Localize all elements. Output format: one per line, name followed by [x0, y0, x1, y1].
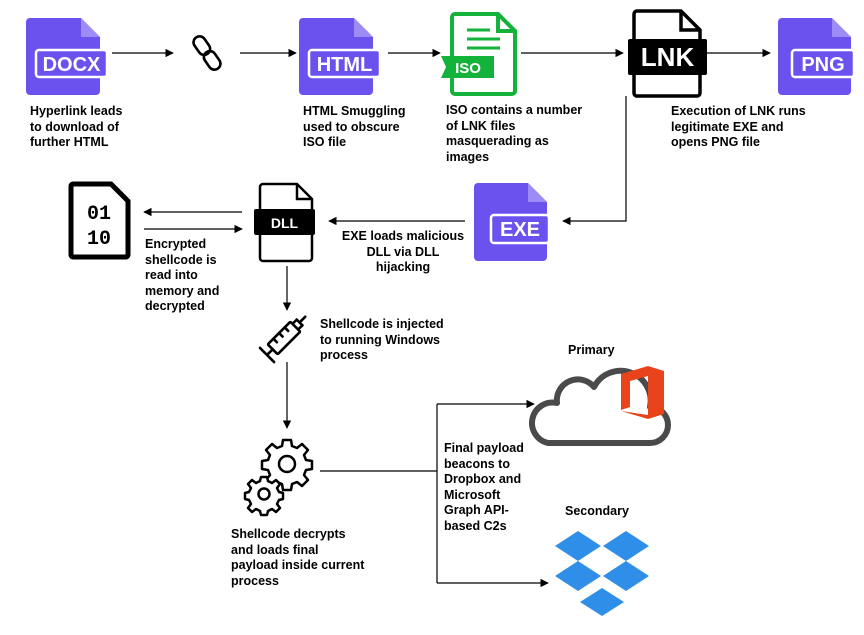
gears-icon	[243, 438, 314, 517]
binary-icon-top: 01	[87, 203, 111, 226]
syringe-icon	[258, 315, 307, 364]
binary-caption: Encrypted shellcode is read into memory …	[145, 237, 220, 313]
docx-icon-label: DOCX	[43, 54, 101, 76]
exe-caption: EXE loads malicious DLL via DLL hijackin…	[341, 229, 465, 274]
html-icon-label: HTML	[317, 54, 373, 76]
binary-file-icon: 01 10	[68, 181, 131, 260]
office-logo-icon	[621, 366, 664, 419]
exe-icon-label: EXE	[500, 219, 540, 241]
cloud-icon	[529, 367, 671, 446]
iso-caption: ISO contains a number of LNK files masqu…	[446, 103, 583, 164]
secondary-label: Secondary	[565, 504, 629, 518]
gears-caption: Shellcode decrypts and loads final paylo…	[231, 527, 365, 588]
iso-file-icon: ISO	[441, 12, 517, 96]
png-icon-label: PNG	[801, 54, 844, 76]
lnk-file-icon: LNK	[628, 9, 707, 98]
arrow-lnk-to-exe	[562, 96, 627, 226]
png-file-icon: PNG	[778, 18, 856, 95]
connectors	[112, 48, 771, 588]
dropbox-logo-icon	[555, 531, 649, 616]
exe-file-icon: EXE	[474, 183, 551, 261]
lnk-caption: Execution of LNK runs legitimate EXE and…	[671, 104, 806, 149]
html-caption: HTML Smuggling used to obscure ISO file	[303, 104, 406, 149]
syringe-caption: Shellcode is injected to running Windows…	[320, 317, 444, 362]
binary-icon-bottom: 10	[87, 228, 111, 251]
iso-icon-label: ISO	[455, 60, 481, 77]
c2-caption: Final payload beacons to Dropbox and Mic…	[444, 441, 524, 533]
primary-label: Primary	[568, 343, 615, 357]
docx-file-icon: DOCX	[26, 18, 109, 95]
docx-caption: Hyperlink leads to download of further H…	[30, 104, 123, 149]
chain-link-icon	[192, 35, 222, 71]
lnk-icon-label: LNK	[641, 42, 695, 72]
dll-icon-label: DLL	[271, 215, 299, 231]
html-file-icon: HTML	[299, 18, 382, 95]
dll-file-icon: DLL	[254, 182, 315, 263]
